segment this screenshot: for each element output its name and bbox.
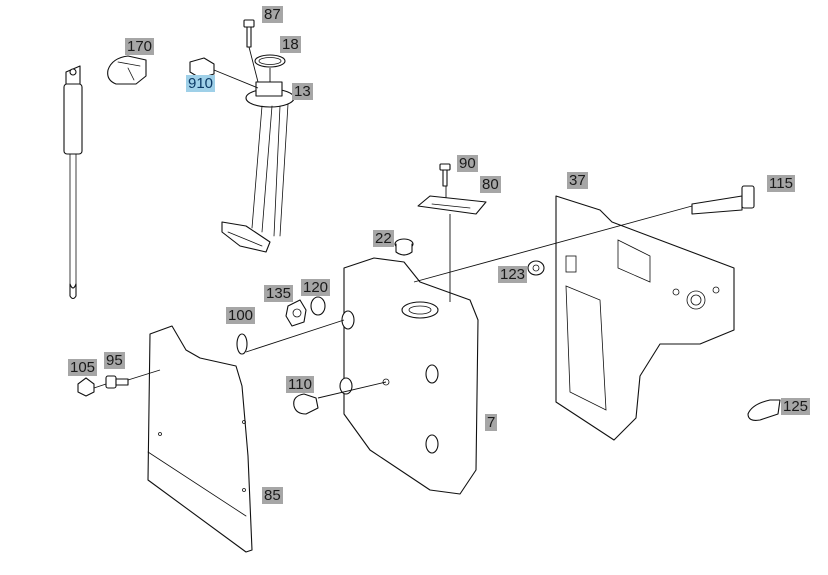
bolt-part-87 — [243, 19, 255, 48]
filler-cap-part-22 — [394, 238, 414, 256]
callout-90[interactable]: 90 — [457, 155, 478, 172]
cover-cap-part-170 — [107, 55, 147, 85]
callout-105[interactable]: 105 — [68, 359, 98, 376]
callout-115[interactable]: 115 — [767, 175, 795, 192]
callout-13[interactable]: 13 — [292, 83, 313, 100]
tank-part-7 — [339, 257, 479, 495]
callout-85[interactable]: 85 — [262, 487, 283, 504]
grommet-disc-part-100 — [236, 333, 248, 355]
rubber-buffer-part-110 — [293, 393, 319, 415]
bolt-part-95 — [105, 375, 129, 389]
leader-lines — [93, 46, 693, 399]
fuel-sender-part-13 — [221, 81, 295, 253]
bracket-plate-part-80 — [417, 195, 487, 215]
callout-18[interactable]: 18 — [280, 36, 301, 53]
callout-120[interactable]: 120 — [301, 279, 331, 296]
clip-part-125 — [747, 399, 781, 421]
gas-strut-part — [63, 65, 83, 300]
bolt-part-90 — [439, 163, 451, 187]
callout-110[interactable]: 110 — [286, 376, 314, 393]
washer-part-120 — [310, 296, 326, 316]
callout-135[interactable]: 135 — [264, 285, 294, 302]
callout-80[interactable]: 80 — [480, 176, 501, 193]
splash-panel-part-85 — [147, 325, 253, 553]
nut-part-105 — [77, 377, 95, 397]
callout-22[interactable]: 22 — [373, 230, 394, 247]
connector-part-910 — [189, 57, 215, 79]
callout-100[interactable]: 100 — [226, 307, 256, 324]
callout-170[interactable]: 170 — [125, 38, 155, 55]
callout-95[interactable]: 95 — [104, 352, 125, 369]
callout-87[interactable]: 87 — [262, 6, 283, 23]
seal-ring-part-18 — [254, 54, 286, 68]
carrier-frame-part-37 — [555, 195, 735, 441]
callout-125[interactable]: 125 — [781, 398, 811, 415]
callout-910[interactable]: 910 — [186, 75, 216, 92]
spacer-part-135 — [285, 299, 307, 327]
callout-7[interactable]: 7 — [485, 414, 498, 431]
callout-123[interactable]: 123 — [498, 266, 528, 283]
long-bolt-part-115 — [691, 185, 755, 215]
washer-part-123 — [527, 260, 545, 276]
callout-37[interactable]: 37 — [567, 172, 588, 189]
